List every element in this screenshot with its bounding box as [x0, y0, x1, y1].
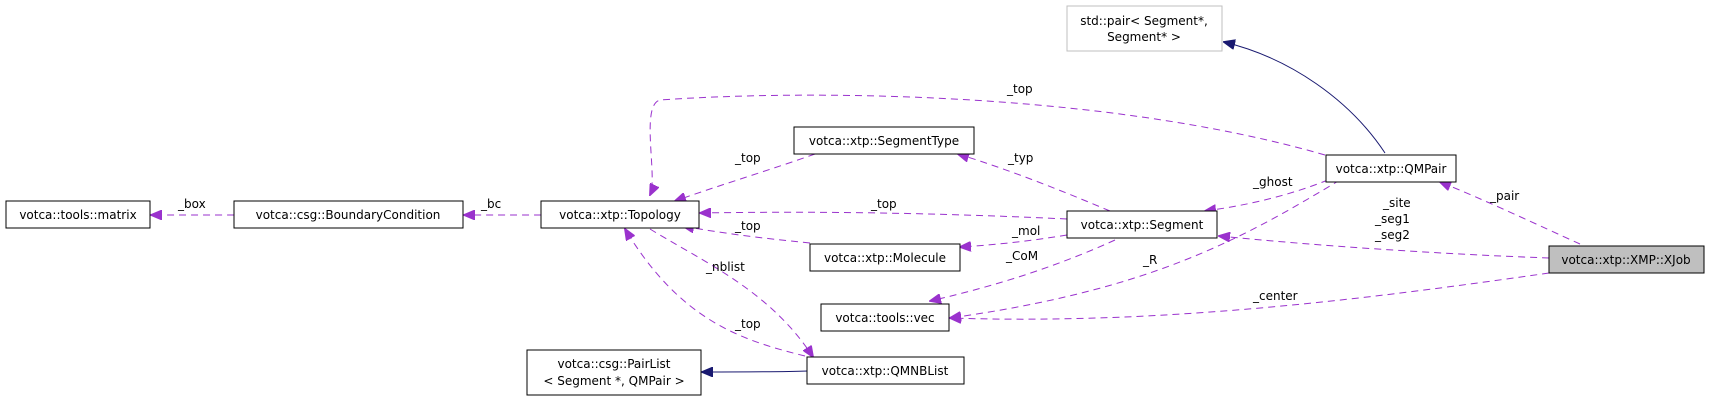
edge-label-center: _center — [1252, 289, 1298, 303]
node-segment[interactable]: votca::xtp::Segment — [1066, 210, 1218, 239]
node-molecule[interactable]: votca::xtp::Molecule — [809, 243, 961, 272]
edge-label-top-segtype: _top — [734, 151, 761, 165]
edge-inherit-stdpair — [1224, 42, 1386, 154]
edge-label-seg2: _seg2 — [1374, 228, 1410, 242]
node-segment-type[interactable]: votca::xtp::SegmentType — [793, 126, 975, 155]
edge-label-mol: _mol — [1011, 224, 1040, 238]
svg-text:votca::xtp::Molecule: votca::xtp::Molecule — [824, 251, 946, 265]
edge-label-top-qmpair: _top — [1006, 82, 1033, 96]
edge-label-com: _CoM — [1005, 249, 1038, 263]
svg-text:Segment* >: Segment* > — [1107, 30, 1181, 44]
edge-nblist — [649, 228, 813, 357]
svg-text:std::pair< Segment*,: std::pair< Segment*, — [1080, 14, 1208, 28]
node-qmpair[interactable]: votca::xtp::QMPair — [1325, 154, 1457, 183]
edge-label-typ: _typ — [1007, 151, 1033, 165]
svg-text:votca::tools::vec: votca::tools::vec — [835, 311, 934, 325]
svg-text:votca::csg::PairList: votca::csg::PairList — [557, 357, 670, 371]
svg-text:votca::xtp::SegmentType: votca::xtp::SegmentType — [809, 134, 959, 148]
edge-mol — [960, 234, 1068, 247]
edge-site-seg — [1219, 236, 1550, 259]
edge-top-molecule — [683, 226, 811, 244]
edge-label-seg1: _seg1 — [1374, 212, 1410, 226]
edge-label-pair: _pair — [1489, 189, 1519, 203]
svg-text:votca::xtp::XMP::XJob: votca::xtp::XMP::XJob — [1561, 253, 1690, 267]
node-xjob[interactable]: votca::xtp::XMP::XJob — [1548, 245, 1705, 274]
edge-label-top-qmnblist: _top — [734, 317, 761, 331]
node-pairlist[interactable]: votca::csg::PairList < Segment *, QMPair… — [526, 349, 702, 396]
edge-label-top-segment: _top — [870, 197, 897, 211]
edge-com — [930, 239, 1116, 301]
svg-text:votca::tools::matrix: votca::tools::matrix — [19, 208, 136, 222]
node-vec[interactable]: votca::tools::vec — [820, 303, 950, 332]
edge-label-nblist: _nblist — [705, 260, 745, 274]
edge-center — [950, 272, 1550, 319]
edge-top-qmnblist — [625, 229, 806, 357]
edge-top-segtype — [675, 153, 816, 201]
edge-typ — [958, 154, 1111, 212]
node-std-pair[interactable]: std::pair< Segment*, Segment* > — [1066, 5, 1223, 52]
edge-inherit-pairlist — [702, 371, 809, 372]
edge-label-ghost: _ghost — [1252, 175, 1293, 189]
svg-text:votca::xtp::Segment: votca::xtp::Segment — [1081, 218, 1204, 232]
edge-label-site: _site — [1382, 196, 1411, 210]
node-topology[interactable]: votca::xtp::Topology — [540, 200, 700, 229]
edge-r — [950, 179, 1341, 318]
svg-text:votca::xtp::Topology: votca::xtp::Topology — [559, 208, 681, 222]
svg-text:< Segment *, QMPair >: < Segment *, QMPair > — [543, 374, 684, 388]
edge-top-qmpair — [650, 94, 1326, 195]
node-boundary-condition[interactable]: votca::csg::BoundaryCondition — [233, 200, 464, 229]
node-qmnblist[interactable]: votca::xtp::QMNBList — [806, 356, 965, 385]
edge-label-box: _box — [177, 197, 206, 211]
svg-text:votca::xtp::QMNBList: votca::xtp::QMNBList — [822, 364, 949, 378]
edge-label-r: _R — [1142, 253, 1157, 267]
edge-pair — [1440, 182, 1581, 245]
edge-ghost — [1205, 179, 1329, 211]
node-matrix[interactable]: votca::tools::matrix — [5, 200, 151, 229]
edge-top-segment — [700, 212, 1068, 220]
edge-label-bc: _bc — [480, 197, 501, 211]
edge-label-top-molecule: _top — [734, 219, 761, 233]
svg-text:votca::csg::BoundaryCondition: votca::csg::BoundaryCondition — [256, 208, 441, 222]
svg-text:votca::xtp::QMPair: votca::xtp::QMPair — [1336, 162, 1447, 176]
